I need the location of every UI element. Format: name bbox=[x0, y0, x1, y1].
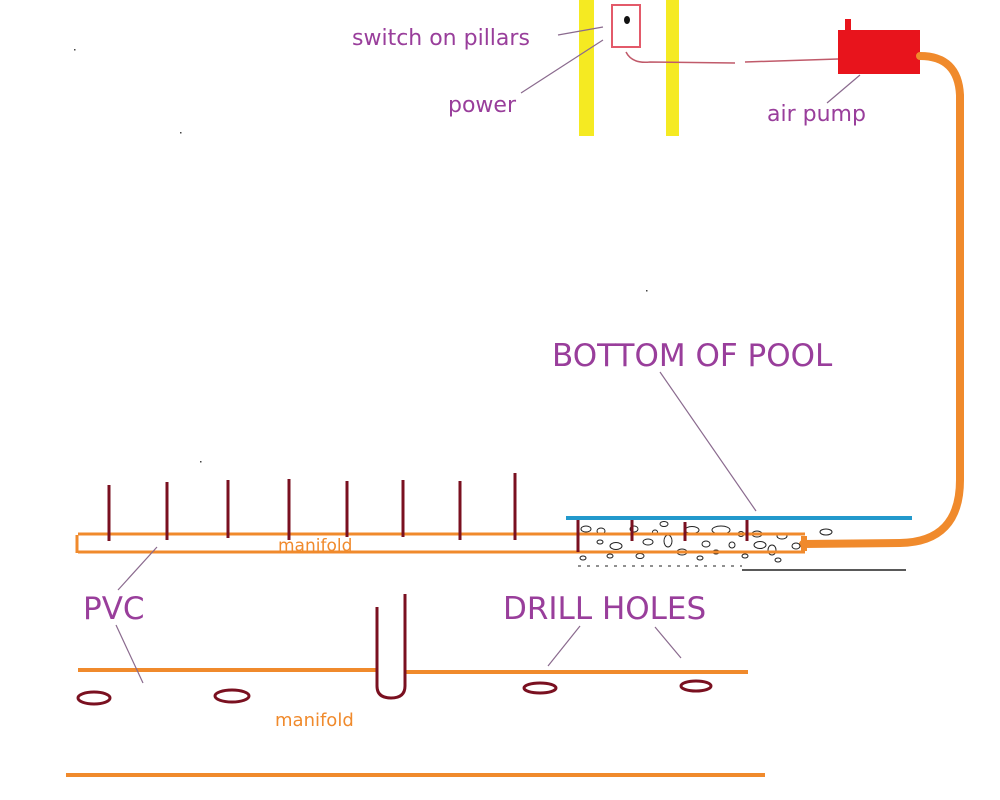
pillar-right bbox=[666, 0, 679, 136]
manifold-top-label: manifold bbox=[278, 536, 352, 556]
manifold-spikes bbox=[107, 473, 749, 552]
switch-box bbox=[611, 4, 641, 48]
pillar-left bbox=[579, 0, 594, 136]
bottom-of-pool-label: BOTTOM OF POOL bbox=[552, 338, 833, 374]
stray-dots bbox=[74, 49, 648, 463]
drill-holes bbox=[76, 679, 713, 706]
manifold-bottom-label: manifold bbox=[275, 710, 354, 731]
air-pump-icon bbox=[838, 19, 920, 74]
switch-label: switch on pillars bbox=[352, 26, 530, 51]
air-hose bbox=[799, 52, 964, 548]
leader-lines bbox=[115, 26, 861, 684]
power-label: power bbox=[448, 93, 517, 118]
power-cord bbox=[625, 51, 736, 64]
drill-holes-label: DRILL HOLES bbox=[503, 591, 706, 627]
pvc-label: PVC bbox=[83, 591, 145, 627]
cross-section-spike bbox=[375, 594, 407, 700]
air-pump-label: air pump bbox=[767, 102, 866, 127]
gravel-bubbles bbox=[578, 521, 833, 567]
power-cord-2 bbox=[744, 58, 839, 63]
